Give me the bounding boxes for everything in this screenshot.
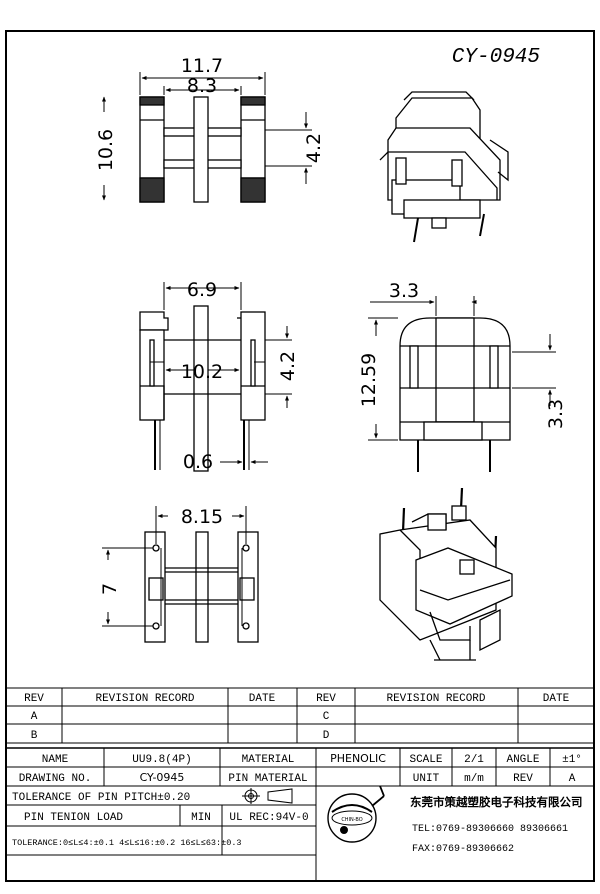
rev-header-rev-left: REV [24, 693, 44, 705]
dim-bottom-height: 7 [99, 583, 121, 595]
bottom-view-dimensions [102, 506, 247, 627]
rev-header-record-left: REVISION RECORD [95, 693, 194, 705]
rev-row-b: B [31, 730, 38, 742]
top-view-dimensions [102, 72, 312, 201]
rev-row-d: D [323, 730, 330, 742]
title-block-grid [6, 747, 594, 881]
sheet-border [5, 30, 595, 882]
rev-value: A [569, 773, 576, 785]
tolerance-line: TOLERANCE:0≤L≤4:±0.1 4≤L≤16:±0.2 16≤L≤63… [12, 838, 242, 848]
unit-value: m/m [464, 773, 484, 785]
pin-tension-label: PIN TENION LOAD [24, 812, 123, 824]
front-view-dimensions [150, 282, 292, 464]
company-name: 东莞市策越塑胶电子科技有限公司 [410, 795, 583, 809]
company-fax: FAX:0769-89306662 [412, 844, 514, 855]
rev-header-rev-right: REV [316, 693, 336, 705]
dim-top-gap: 4.2 [303, 133, 325, 163]
rev-header-date-left: DATE [249, 693, 276, 705]
rev-row-a: A [31, 711, 38, 723]
logo-text: CHIN-BO [341, 817, 362, 823]
iso-view-bottom [379, 487, 513, 661]
dim-side-pin: 3.3 [545, 399, 567, 429]
company-tel: TEL:0769-89306660 89306661 [412, 824, 568, 835]
top-view [139, 96, 266, 203]
name-value: UU9.8(4P) [132, 754, 191, 766]
dim-top-overall-width: 11.7 [181, 55, 223, 77]
revision-table [6, 687, 594, 744]
drawing-no-value: CY-0945 [140, 771, 185, 784]
angle-label: ANGLE [506, 754, 539, 766]
name-label: NAME [42, 754, 69, 766]
dim-top-inner-width: 8.3 [187, 75, 217, 97]
pin-material-label: PIN MATERIAL [228, 773, 307, 785]
rev-label: REV [513, 773, 533, 785]
dim-front-gap: 4.2 [277, 351, 299, 381]
projection-symbol-icon [242, 788, 293, 804]
iso-view-top [379, 91, 509, 243]
dim-front-width: 6.9 [187, 279, 217, 301]
scale-label: SCALE [409, 754, 442, 766]
company-logo-icon [327, 785, 385, 843]
material-label: MATERIAL [242, 754, 295, 766]
dim-top-height: 10.6 [95, 129, 117, 171]
rev-header-date-right: DATE [543, 693, 570, 705]
bottom-view [144, 531, 259, 643]
dim-front-inner: 10.2 [181, 361, 223, 383]
dim-side-top: 3.3 [389, 280, 419, 302]
ul-rec: UL REC:94V-0 [229, 812, 308, 824]
rev-header-record-right: REVISION RECORD [386, 693, 485, 705]
rev-row-c: C [323, 711, 330, 723]
dim-pin-diameter: 0.6 [183, 451, 213, 473]
front-view [139, 305, 266, 472]
part-number: CY-0945 [452, 46, 541, 69]
drawing-no-label: DRAWING NO. [19, 773, 92, 785]
pin-tension-unit: MIN [191, 812, 211, 824]
scale-value: 2/1 [464, 754, 484, 766]
pin-pitch-tolerance: TOLERANCE OF PIN PITCH±0.20 [12, 792, 190, 804]
dim-side-height: 12.59 [358, 353, 380, 407]
angle-value: ±1° [562, 754, 582, 766]
dim-bottom-width: 8.15 [181, 506, 223, 528]
side-view [399, 317, 511, 472]
material-value: PHENOLIC [330, 752, 386, 765]
unit-label: UNIT [413, 773, 440, 785]
side-view-dimensions [368, 296, 556, 441]
